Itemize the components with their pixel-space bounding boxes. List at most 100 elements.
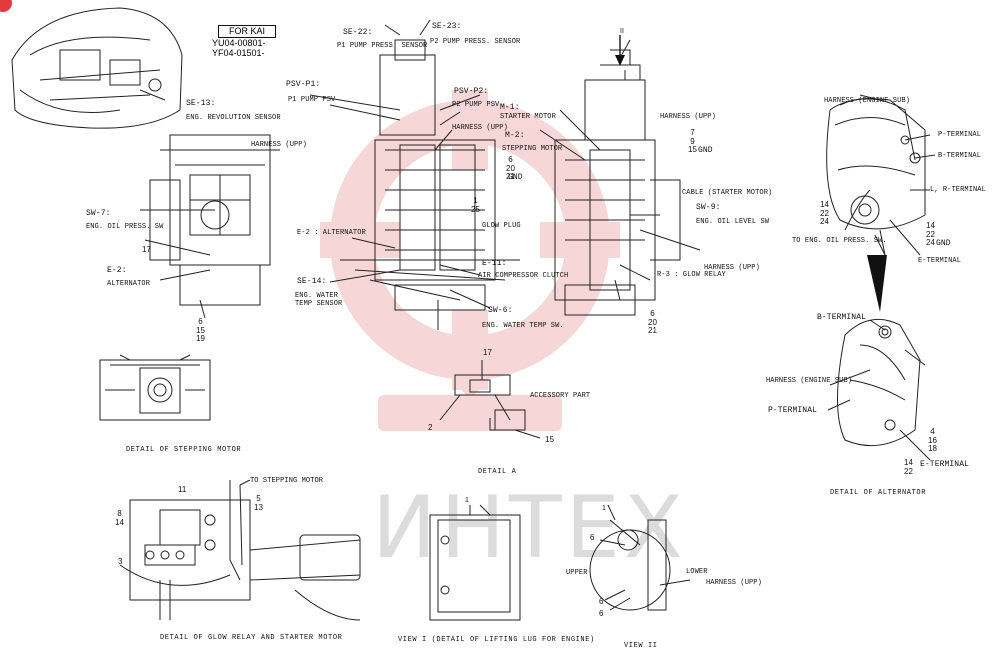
caption-detail-a: DETAIL A (478, 468, 517, 476)
alt-top-14-22-24-right: 14 22 24 (926, 221, 935, 247)
part-numbers-1-25: 1 25 (471, 196, 480, 214)
m2-label: M-2: (505, 131, 525, 140)
p2-psv-label: P2 PUMP PSV (452, 101, 500, 109)
alt-detail-4-16-18: 4 16 18 (928, 427, 937, 453)
to-stepping-motor-label: TO STEPPING MOTOR (250, 477, 324, 485)
serial-code-2: YF04-01501- (212, 48, 265, 58)
lower-label: LOWER (686, 568, 708, 576)
p-terminal-detail-label: P-TERMINAL (768, 406, 818, 415)
corner-marker (0, 0, 12, 12)
glow-plug-label: GLOW PLUG (482, 222, 521, 230)
se13-label: SE-13: (186, 99, 216, 108)
caption-alternator: DETAIL OF ALTERNATOR (830, 489, 927, 497)
sw7-label: SW-7: (86, 209, 111, 218)
detail-a-drawing (439, 360, 541, 439)
harness-upp-right-label: HARNESS (UPP) (660, 113, 716, 121)
view-ii-marker: 1 (602, 505, 606, 512)
eng-oil-press-sw-label: ENG. OIL PRESS. SW (86, 223, 164, 231)
caption-stepping-motor: DETAIL OF STEPPING MOTOR (126, 446, 242, 454)
se14-label: SE-14: (297, 277, 327, 286)
e2-left-label: E-2: (107, 266, 127, 275)
gnd-alt-label: GND (936, 239, 951, 248)
e2-alternator-label: E-2 : ALTERNATOR (297, 229, 366, 237)
cable-starter-motor-label: CABLE (STARTER MOTOR) (682, 189, 773, 197)
eng-oil-level-sw-label: ENG. OIL LEVEL SW (696, 218, 770, 226)
lr-terminal-label: L, R-TERMINAL (930, 186, 986, 194)
alternator-left-label: ALTERNATOR (107, 280, 151, 288)
eng-water-temp-sw-label: ENG. WATER TEMP SW. (482, 322, 564, 330)
e-terminal-detail-label: E-TERMINAL (920, 460, 970, 469)
view-ii-drawing (589, 504, 691, 611)
alt-top-14-22-24-left: 14 22 24 (820, 200, 829, 226)
b-terminal-top-label: B-TERMINAL (938, 152, 982, 160)
p1-psv-label: P1 PUMP PSV (288, 96, 336, 104)
harness-upp-view2-label: HARNESS (UPP) (706, 579, 762, 587)
eng-water-temp-sensor-label: ENG. WATER TEMP SENSOR (295, 292, 343, 308)
accessory-part-label: ACCESSORY PART (530, 392, 591, 400)
e11-label: E-11: (482, 259, 507, 268)
view-i-marker: 1 (465, 497, 469, 504)
harness-engine-sub-detail-label: HARNESS (ENGINE SUB) (766, 377, 853, 385)
p1-press-sensor-label: P1 PUMP PRESS. SENSOR (337, 42, 428, 50)
psvp1-label: PSV-P1: (286, 80, 321, 89)
sw6-label: SW-6: (488, 306, 513, 315)
b-terminal-detail-label: B-TERMINAL (817, 313, 867, 322)
harness-upp-center-label: HARNESS (UPP) (452, 124, 508, 132)
view-ii-6c: 6 (599, 609, 604, 618)
eng-revolution-sensor-label: ENG. REVOLUTION SENSOR (186, 114, 281, 122)
part-numbers-6-15-19: 6 15 19 (196, 317, 205, 343)
part-numbers-6-20-21-top: 6 20 21 (506, 155, 515, 181)
part-numbers-5-13: 5 13 (254, 494, 263, 512)
engine-perspective-drawing (11, 7, 183, 129)
view-ii-6b: 6 (599, 597, 604, 606)
engine-left-view (140, 134, 280, 319)
part-numbers-6-20-21-bottom: 6 20 21 (648, 309, 657, 335)
detail-a-15: 15 (545, 435, 554, 444)
view-ii-arrow-label: II (620, 28, 624, 35)
part-number-3: 3 (118, 557, 123, 566)
alternator-pointer (867, 255, 887, 312)
watermark-text: ИНТЕХ (372, 478, 687, 578)
alt-detail-14-22: 14 22 (904, 458, 913, 476)
starter-motor-label: STARTER MOTOR (500, 113, 556, 121)
se23-label: SE-23: (432, 22, 462, 31)
stepping-motor-detail (99, 354, 211, 421)
upper-label: UPPER (566, 569, 588, 577)
engine-right-view (539, 39, 701, 316)
alternator-top-view (826, 94, 936, 256)
gnd-right-label: GND (698, 146, 713, 155)
harness-upp-left-label: HARNESS (UPP) (251, 141, 307, 149)
view-i-drawing (429, 504, 521, 621)
r3-glow-relay-label: R-3 : GLOW RELAY (657, 271, 726, 279)
se22-label: SE-22: (343, 28, 373, 37)
gnd-main-label: GND (508, 173, 523, 182)
to-eng-oil-press-label: TO ENG. OIL PRESS. SW. (792, 237, 887, 245)
for-kai-tag: FOR KAI (218, 25, 277, 38)
engine-center-view (309, 19, 520, 330)
part-numbers-7-9-15: 7 9 15 (688, 128, 697, 154)
stepping-motor-label: STEPPING MOTOR (502, 145, 563, 153)
harness-upp-r3-label: HARNESS (UPP) (704, 264, 760, 272)
m1-label: M-1: (500, 103, 520, 112)
glow-relay-detail (119, 479, 361, 621)
part-number-11: 11 (178, 485, 187, 494)
e-terminal-top-label: E-TERMINAL (918, 257, 962, 265)
caption-glow-relay: DETAIL OF GLOW RELAY AND STARTER MOTOR (160, 634, 343, 642)
detail-a-2: 2 (428, 423, 433, 432)
p2-press-sensor-label: P2 PUMP PRESS. SENSOR (430, 38, 521, 46)
p-terminal-top-label: P-TERMINAL (938, 131, 982, 139)
caption-view-i: VIEW I (DETAIL OF LIFTING LUG FOR ENGINE… (398, 636, 595, 644)
sw9-label: SW-9: (696, 203, 721, 212)
harness-engine-sub-top-label: HARNESS (ENGINE SUB) (824, 97, 911, 105)
part-numbers-8-14: 8 14 (115, 509, 124, 527)
serial-code-1: YU04-00801- (212, 38, 266, 48)
detail-a-17: 17 (483, 348, 492, 357)
caption-view-ii: VIEW II (624, 642, 658, 650)
view-ii-6a: 6 (590, 533, 595, 542)
alternator-detail-view (827, 318, 931, 461)
air-compressor-clutch-label: AIR COMPRESSOR CLUTCH (478, 272, 569, 280)
psvp2-label: PSV-P2: (454, 87, 489, 96)
part-number-17-left: 17 (142, 245, 151, 254)
